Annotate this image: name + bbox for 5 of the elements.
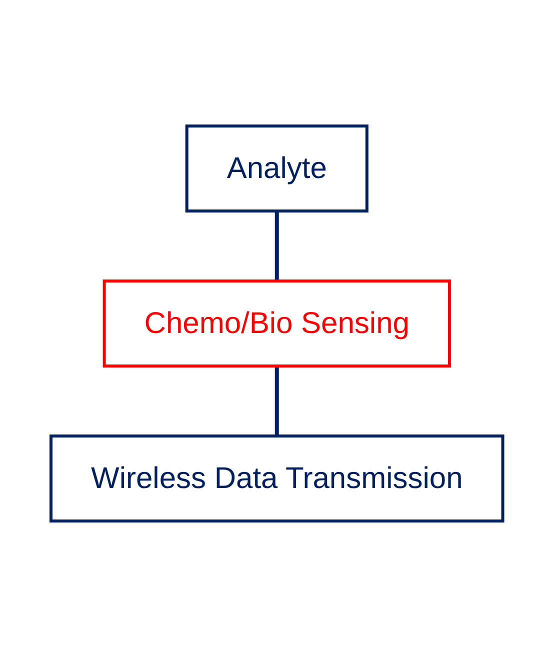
connector: [274, 366, 278, 436]
node-box: Analyte: [184, 124, 368, 212]
node-box: Chemo/Bio Sensing: [102, 279, 451, 367]
node-box: Wireless Data Transmission: [49, 434, 504, 522]
connector: [274, 210, 278, 280]
